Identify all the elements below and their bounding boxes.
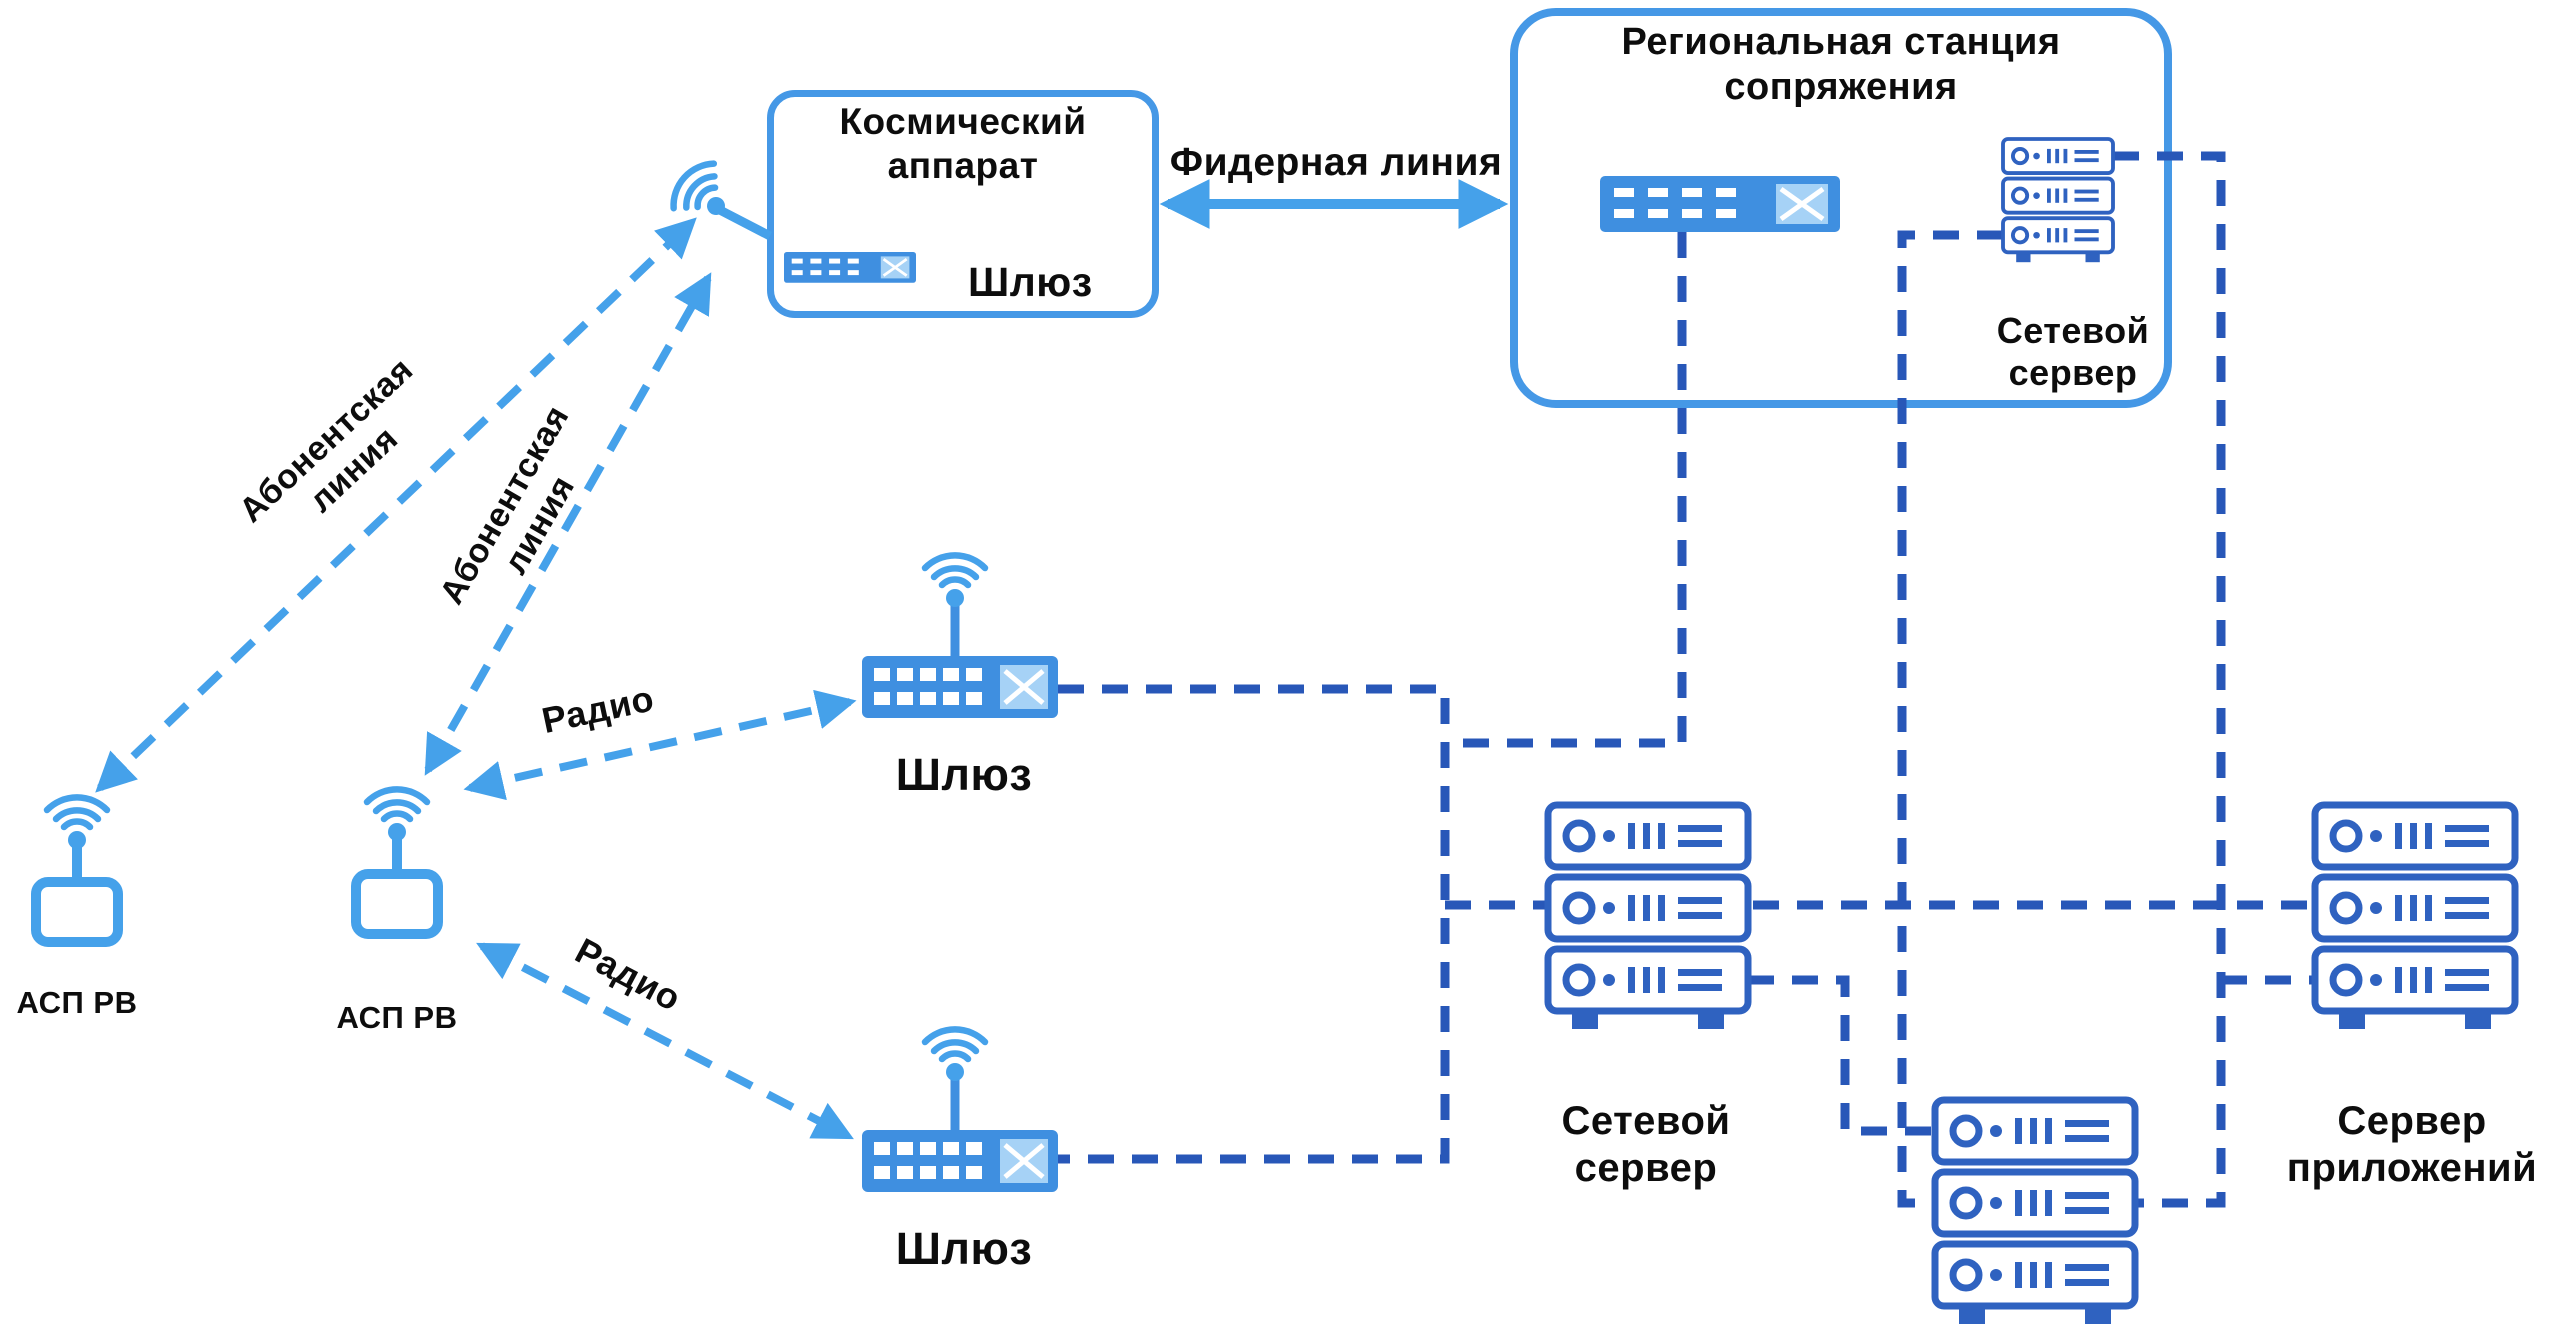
spacecraft-antenna-mast <box>713 204 773 240</box>
gateway-1-router-icon <box>862 656 1058 718</box>
link-regional-switch-trunk <box>1445 232 1687 748</box>
link-radio-2 <box>476 942 854 1140</box>
terminal-2-icon <box>356 789 438 934</box>
link-subscriber-line-2 <box>424 272 712 776</box>
application-server-label: Сервер приложений <box>2286 1099 2538 1191</box>
network-server-label: Сетевой сервер <box>1561 1099 1731 1191</box>
terminal-1-icon <box>36 797 118 942</box>
regional-server-label: Сетевой сервер <box>1996 310 2150 394</box>
link-regional-server-bottom-stack-left <box>1897 230 2003 1208</box>
terminal-1-label: АСП РВ <box>16 985 138 1020</box>
feeder-line-label: Фидерная линия <box>1169 141 1503 184</box>
link-regional-server-right-vertical <box>2113 151 2226 1208</box>
bottom-server-stack-icon <box>1935 1100 2135 1324</box>
spacecraft-router-icon <box>782 250 918 285</box>
link-network-server-bottom-stack <box>1748 975 1935 1136</box>
gateway-2-router-icon <box>862 1130 1058 1192</box>
spacecraft-title: Космический аппарат <box>839 101 1087 186</box>
link-gateways-trunk <box>1058 684 1450 1164</box>
network-server-stack-icon <box>1548 805 1748 1029</box>
link-radio-1 <box>463 689 857 801</box>
spacecraft-gateway-label: Шлюз <box>968 259 1093 305</box>
spacecraft-antenna-icon <box>664 155 742 234</box>
application-server-stack-icon <box>2315 805 2515 1029</box>
regional-server-stack-icon <box>2003 139 2113 262</box>
regional-switch-icon <box>1600 176 1840 232</box>
regional-station-title: Региональная станция сопряжения <box>1621 21 2061 108</box>
terminal-2-label: АСП РВ <box>336 1000 458 1035</box>
gateway-1-antenna-icon <box>925 555 985 657</box>
gateway-1-label: Шлюз <box>895 749 1033 800</box>
gateway-2-antenna-icon <box>925 1029 985 1131</box>
gateway-2-label: Шлюз <box>895 1223 1033 1274</box>
